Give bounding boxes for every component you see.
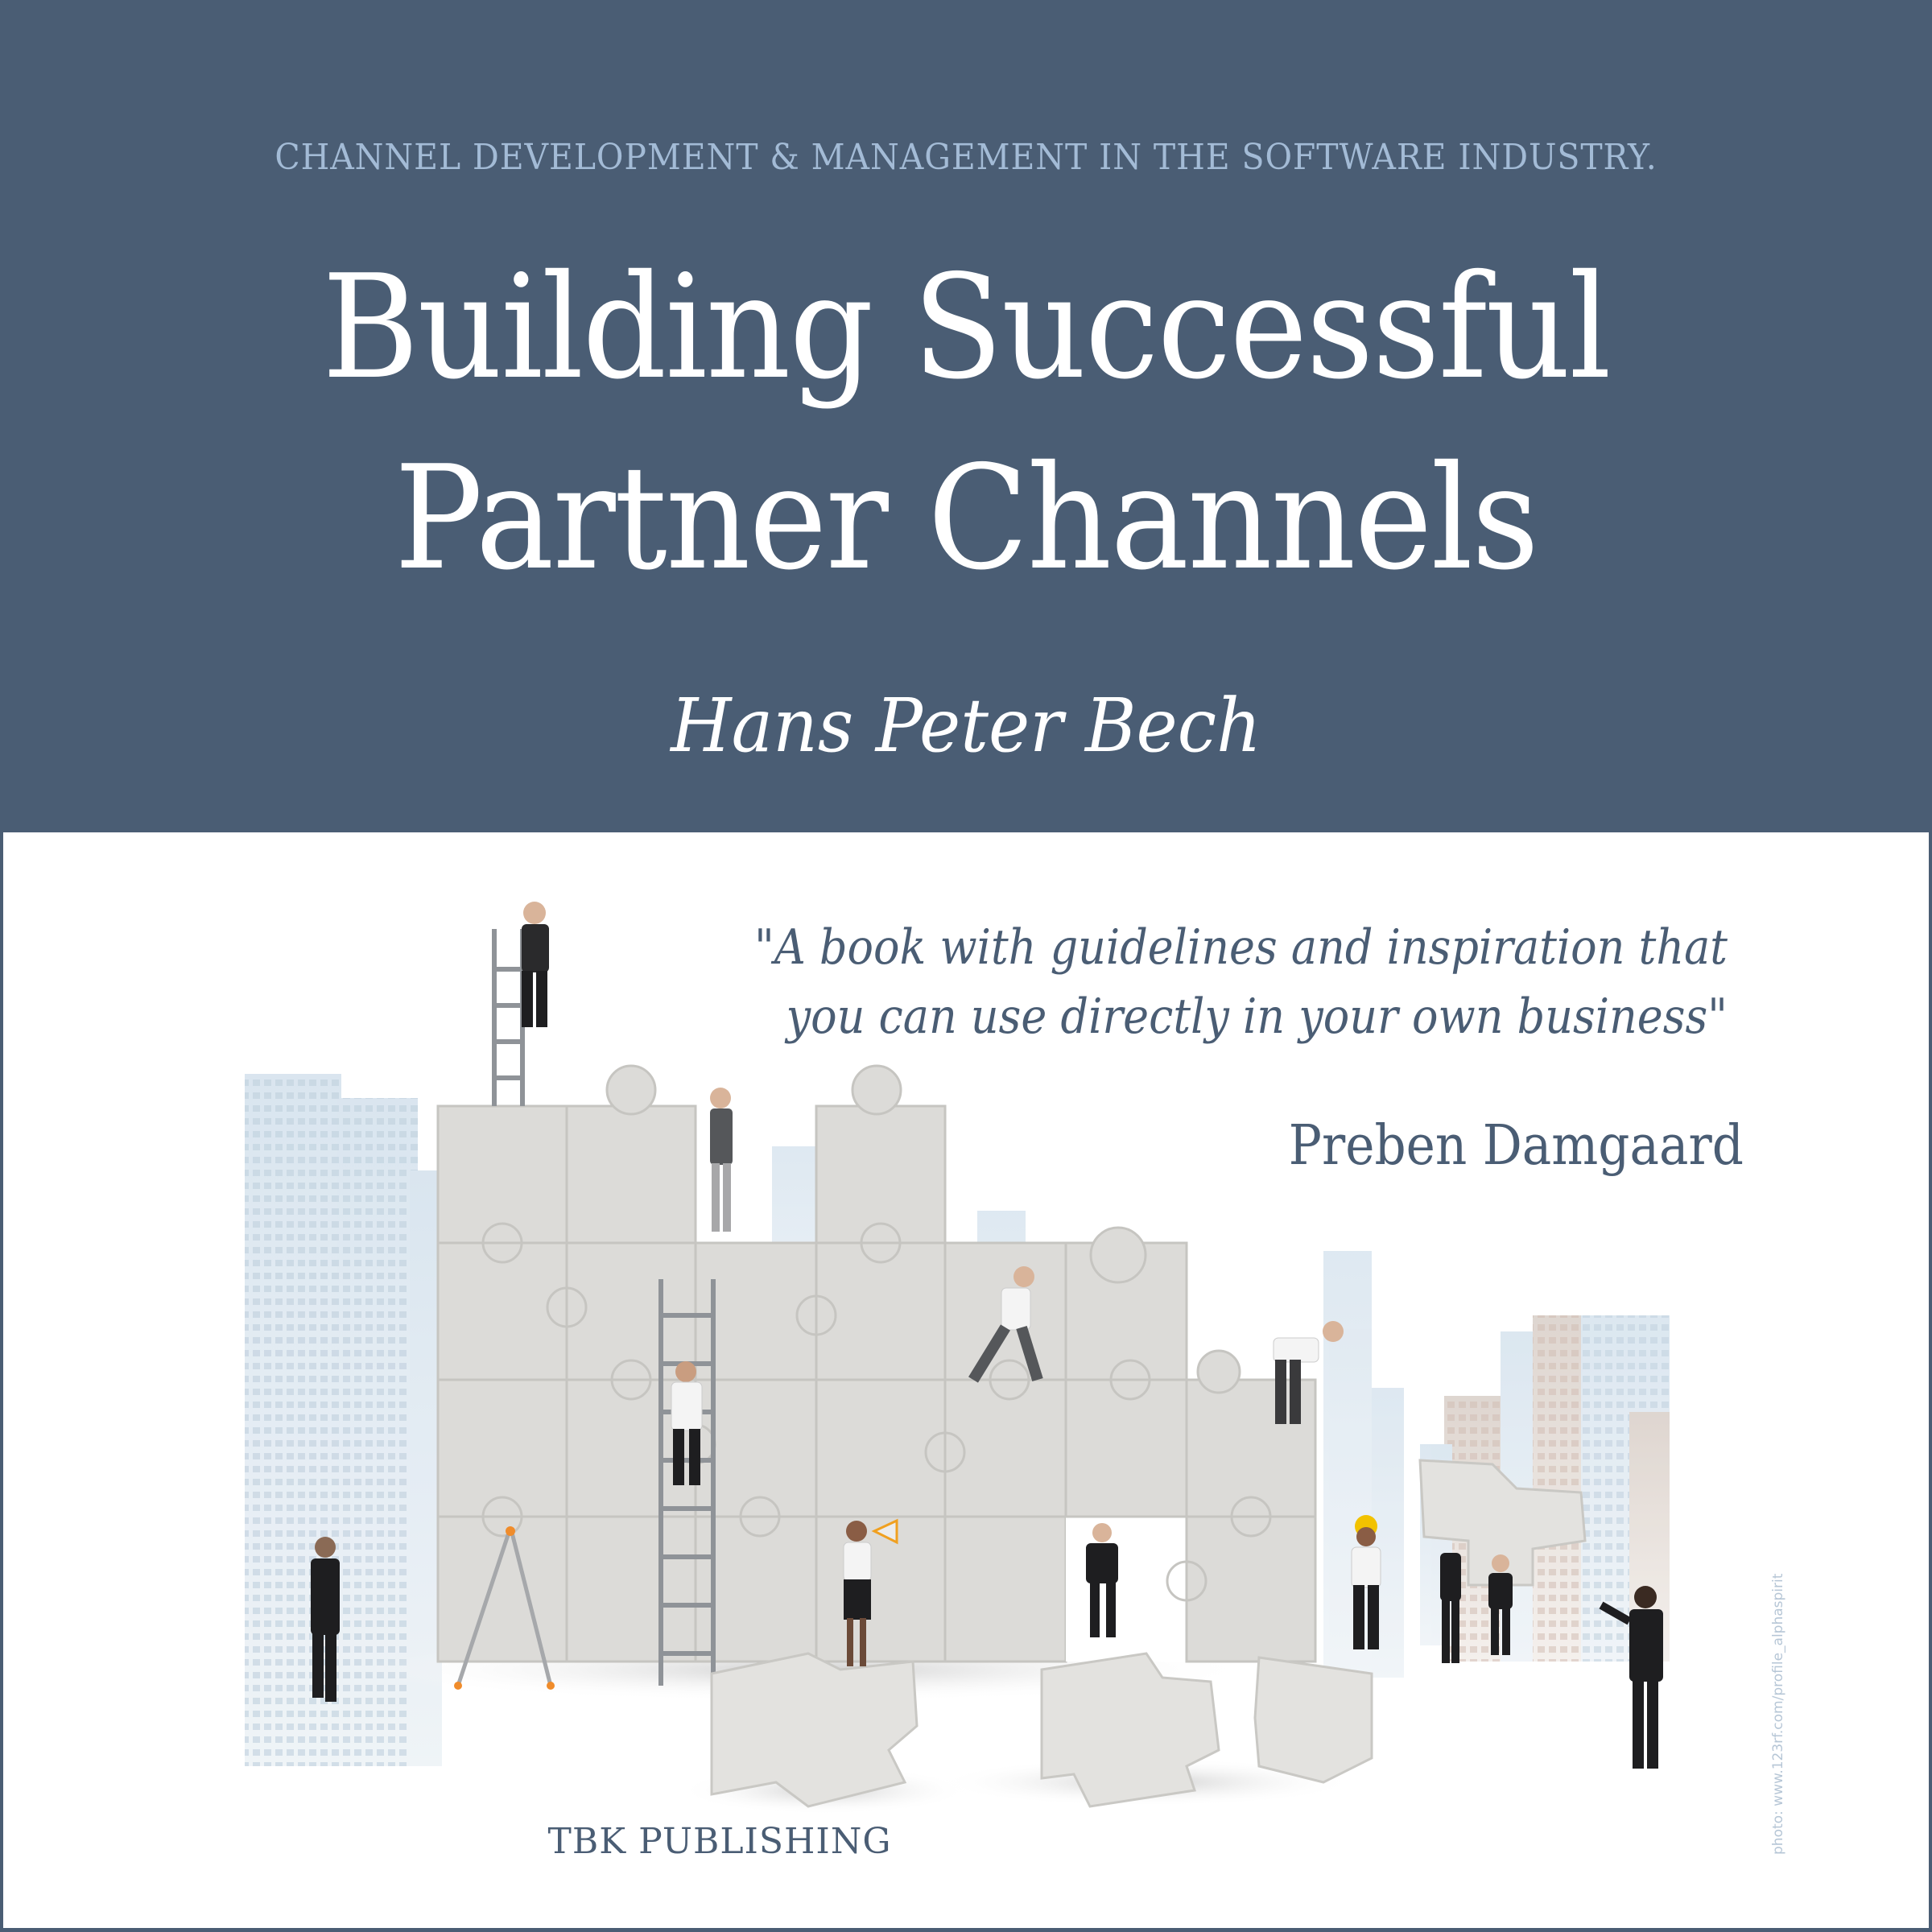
step-ladder bbox=[454, 1526, 555, 1690]
person-climbing bbox=[671, 1361, 703, 1485]
ladder-middle bbox=[658, 1279, 716, 1686]
person-hardhat bbox=[1351, 1515, 1381, 1649]
puzzle-wall bbox=[436, 1064, 1317, 1663]
loose-puzzle-pieces bbox=[710, 1459, 1587, 1808]
person-grey-suit bbox=[710, 1088, 733, 1232]
person-bending-tool bbox=[1086, 1523, 1118, 1637]
photo-credit: photo: www.123rf.com/profile_alphaspirit bbox=[1770, 1573, 1786, 1855]
puzzle-team-illustration bbox=[245, 902, 1670, 1814]
person-pushing bbox=[968, 1266, 1043, 1383]
person-pointing-down bbox=[1273, 1321, 1344, 1424]
business-people bbox=[311, 902, 1663, 1769]
series-subtitle: CHANNEL DEVELOPMENT & MANAGEMENT IN THE … bbox=[275, 137, 1657, 178]
person-lifting-2 bbox=[1488, 1554, 1513, 1655]
person-lifting-1 bbox=[1440, 1553, 1461, 1663]
ladder-top bbox=[492, 929, 525, 1106]
person-observer-left bbox=[311, 1537, 340, 1702]
author-name: Hans Peter Bech bbox=[671, 683, 1261, 769]
publisher-name: TBK PUBLISHING bbox=[547, 1821, 892, 1862]
person-lookout bbox=[522, 902, 549, 1027]
quote-attribution: Preben Damgaard bbox=[1288, 1114, 1744, 1178]
cover-header-band: CHANNEL DEVELOPMENT & MANAGEMENT IN THE … bbox=[0, 0, 1932, 832]
book-title-line-1: Building Successful bbox=[322, 244, 1612, 411]
person-megaphone bbox=[843, 1518, 898, 1666]
book-title-line-2: Partner Channels bbox=[394, 435, 1539, 601]
person-pointing-woman bbox=[1599, 1586, 1663, 1769]
quote-line-2: you can use directly in your own busines… bbox=[786, 989, 1728, 1045]
quote-line-1: "A book with guidelines and inspiration … bbox=[753, 919, 1728, 976]
endorsement-quote: "A book with guidelines and inspiration … bbox=[713, 913, 1728, 1051]
cover-illustration-panel: "A book with guidelines and inspiration … bbox=[3, 832, 1929, 1928]
